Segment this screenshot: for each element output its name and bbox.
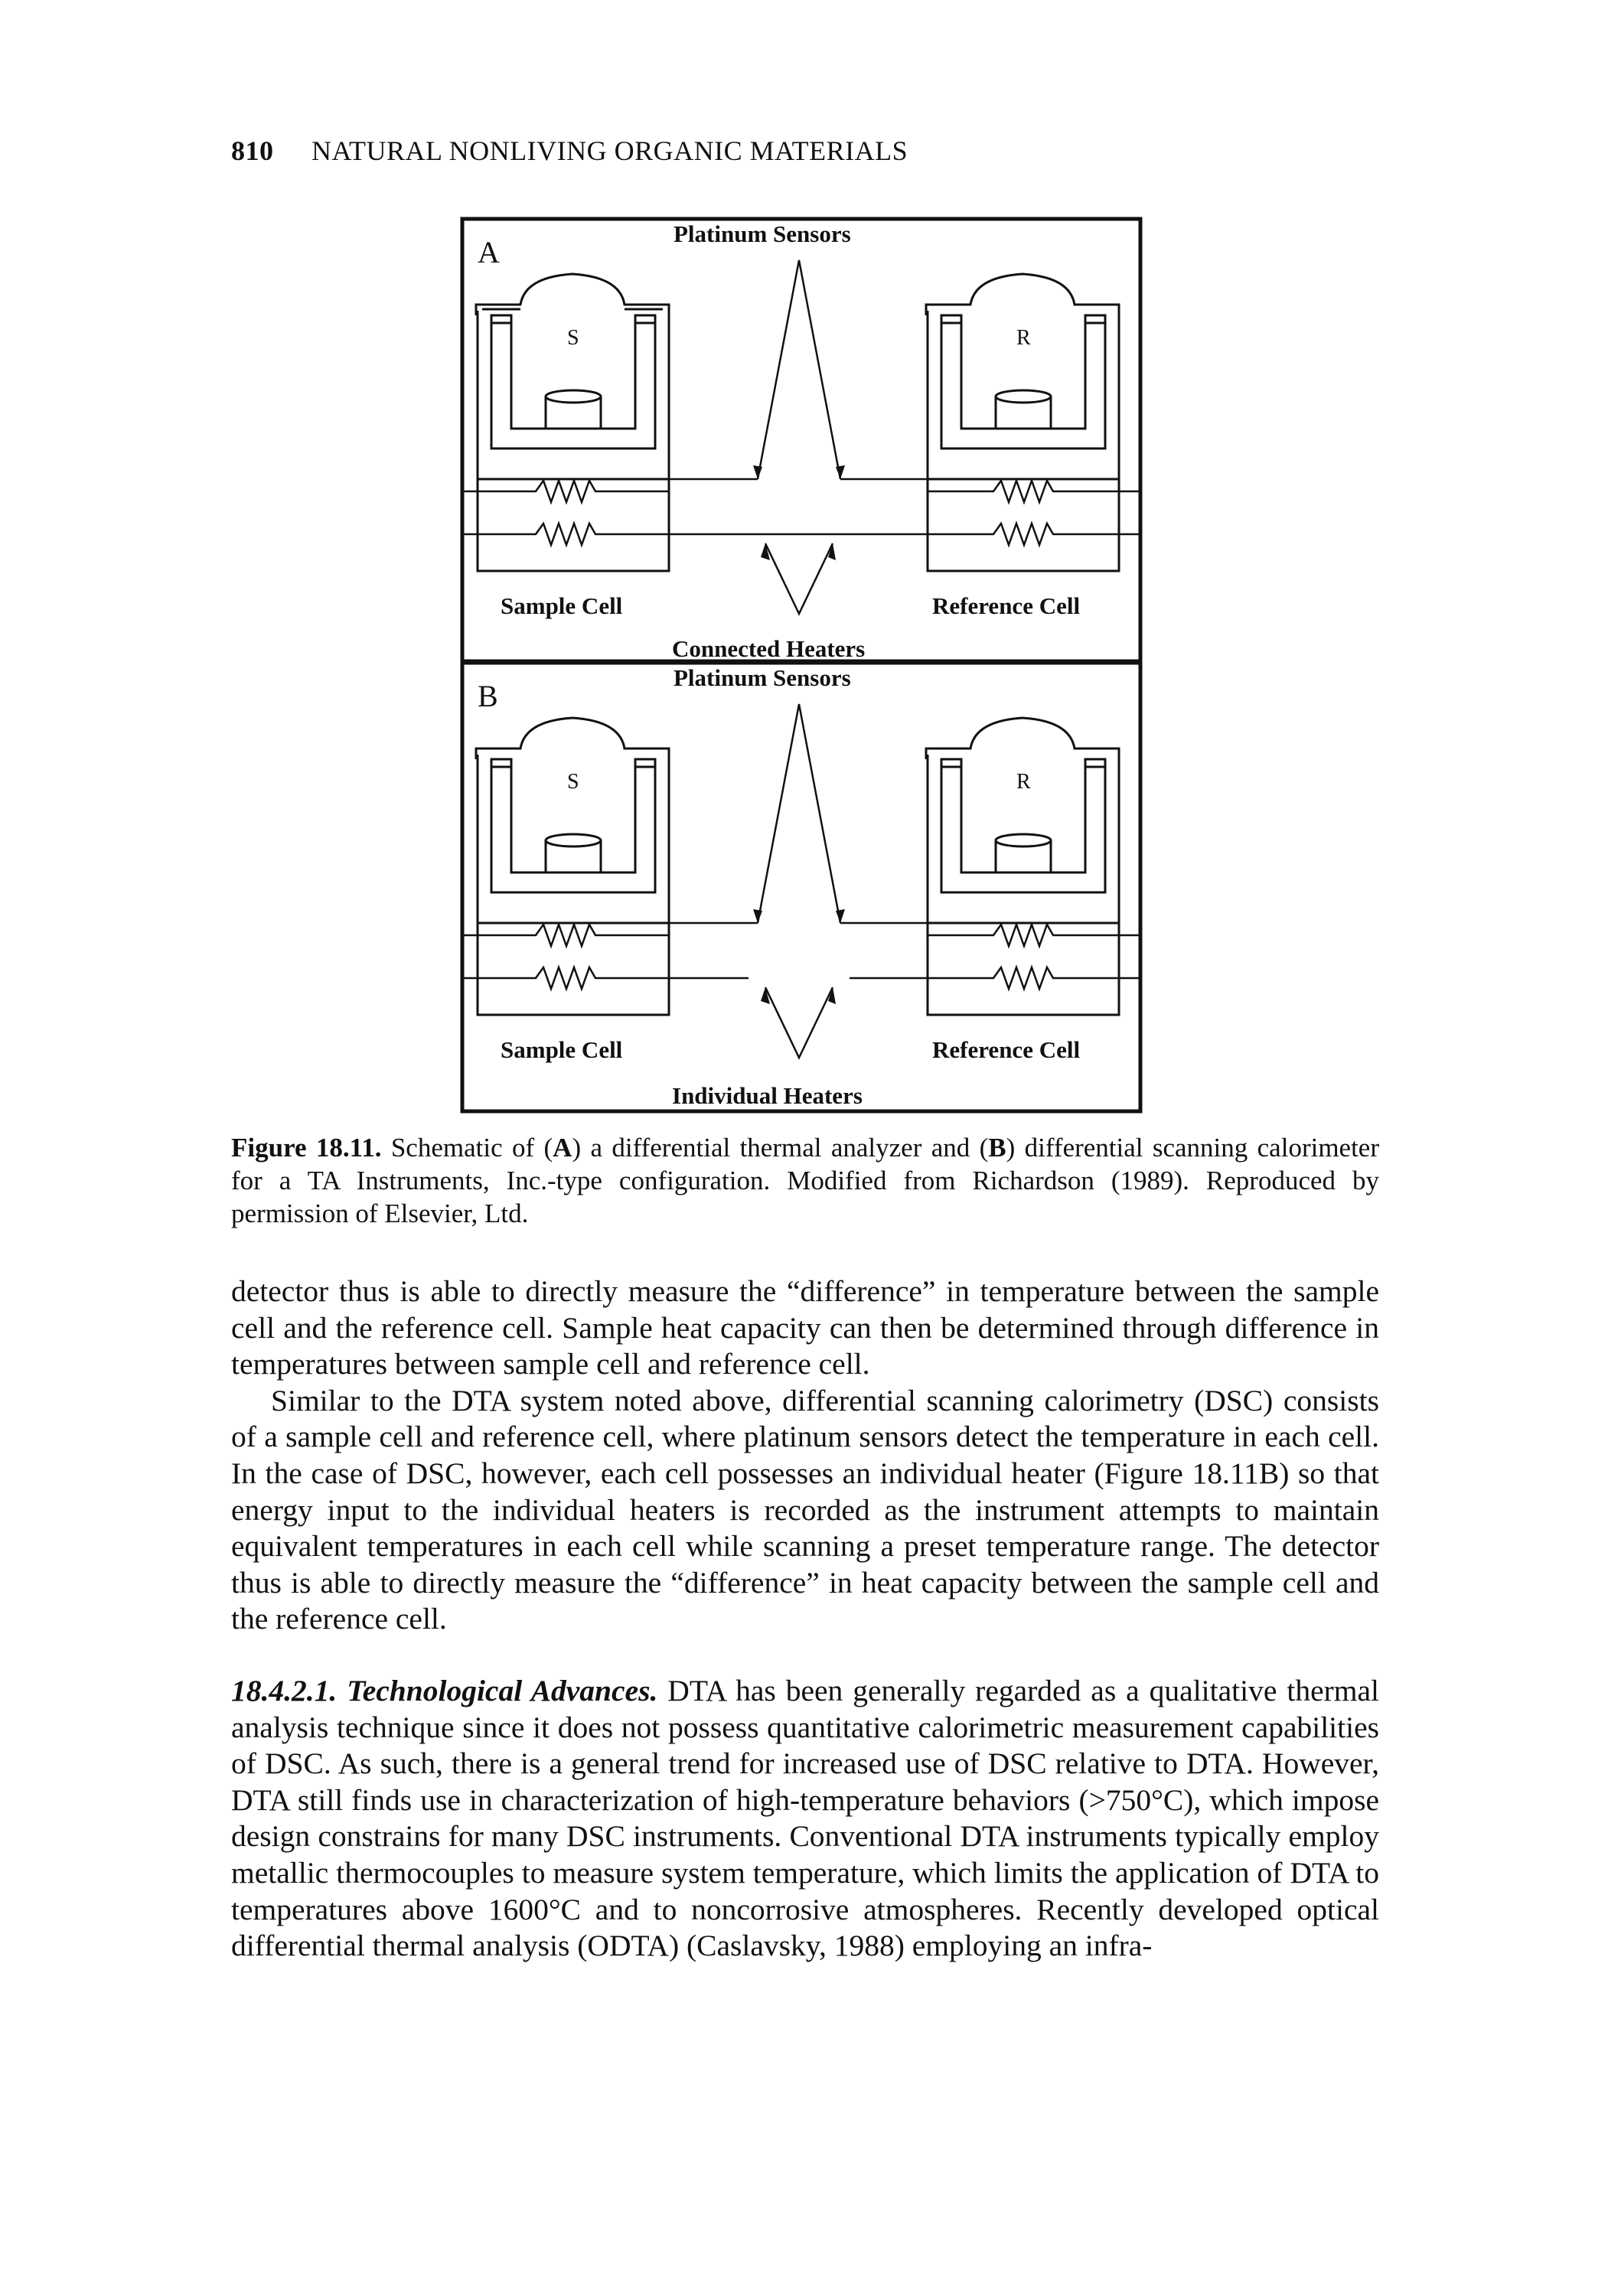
panel-a-reference-label: Reference Cell (932, 592, 1080, 619)
panel-b-sample-letter: S (567, 770, 579, 794)
panel-a-letter: A (478, 235, 500, 269)
panel-a-bottom-label: Connected Heaters (672, 635, 865, 662)
panel-b: B Platinum Sensors S Sample Cell (460, 660, 1143, 1114)
paragraph-1: detector thus is able to directly measur… (231, 1274, 1379, 1381)
panel-a-reference-letter: R (1016, 326, 1031, 350)
panel-b-sample-cell: S Sample Cell (462, 716, 670, 1063)
paragraph-3: 18.4.2.1. Technological Advances. DTA ha… (231, 1673, 1379, 1965)
caption-b: B (988, 1133, 1006, 1163)
panel-b-letter: B (478, 679, 498, 713)
caption-label: Figure 18.11. (231, 1133, 382, 1163)
caption-text-1: Schematic of ( (381, 1133, 553, 1163)
body-text: detector thus is able to directly measur… (231, 1274, 1379, 1965)
panel-a-sample-letter: S (567, 326, 579, 350)
schematic-diagram: A Platinum Sensors S Sample Cell (460, 217, 1143, 1114)
panel-b-bottom-label: Individual Heaters (672, 1082, 863, 1109)
panel-a-sample-label: Sample Cell (501, 592, 623, 619)
panel-a-top-label: Platinum Sensors (674, 220, 851, 247)
caption-a: A (553, 1133, 572, 1163)
panel-b-detector-wires (764, 987, 834, 1060)
panel-b-reference-label: Reference Cell (932, 1036, 1080, 1063)
running-header: 810 NATURAL NONLIVING ORGANIC MATERIALS (231, 135, 908, 167)
panel-a-sample-cell: S Sample Cell (462, 272, 670, 619)
panel-a-reference-cell: R Reference Cell (925, 272, 1139, 619)
page-number: 810 (231, 135, 274, 166)
running-title: NATURAL NONLIVING ORGANIC MATERIALS (311, 135, 908, 166)
panel-b-sample-label: Sample Cell (501, 1036, 623, 1063)
panel-b-top-label: Platinum Sensors (674, 664, 851, 691)
caption-text-3: ) differential scanning calorimeter for … (231, 1133, 1379, 1228)
section-heading: 18.4.2.1. Technological Advances. (231, 1673, 658, 1707)
panel-b-reference-cell: R Reference Cell (925, 716, 1139, 1063)
caption-text-2: ) a differential thermal analyzer and ( (572, 1133, 989, 1163)
panel-a-detector-wires (764, 543, 834, 616)
figure-18-11: A Platinum Sensors S Sample Cell (458, 214, 1146, 1117)
panel-b-reference-letter: R (1016, 770, 1031, 794)
panel-a-sensor-wires (756, 259, 842, 480)
figure-caption: Figure 18.11. Schematic of (A) a differe… (231, 1131, 1379, 1230)
panel-b-sensor-wires (756, 703, 842, 924)
paragraph-3-text: DTA has been generally regarded as a qua… (231, 1673, 1380, 1963)
panel-a: A Platinum Sensors S Sample Cell (460, 217, 1143, 664)
paragraph-2: Similar to the DTA system noted above, d… (231, 1383, 1379, 1636)
panel-b-frame (460, 660, 1143, 1114)
